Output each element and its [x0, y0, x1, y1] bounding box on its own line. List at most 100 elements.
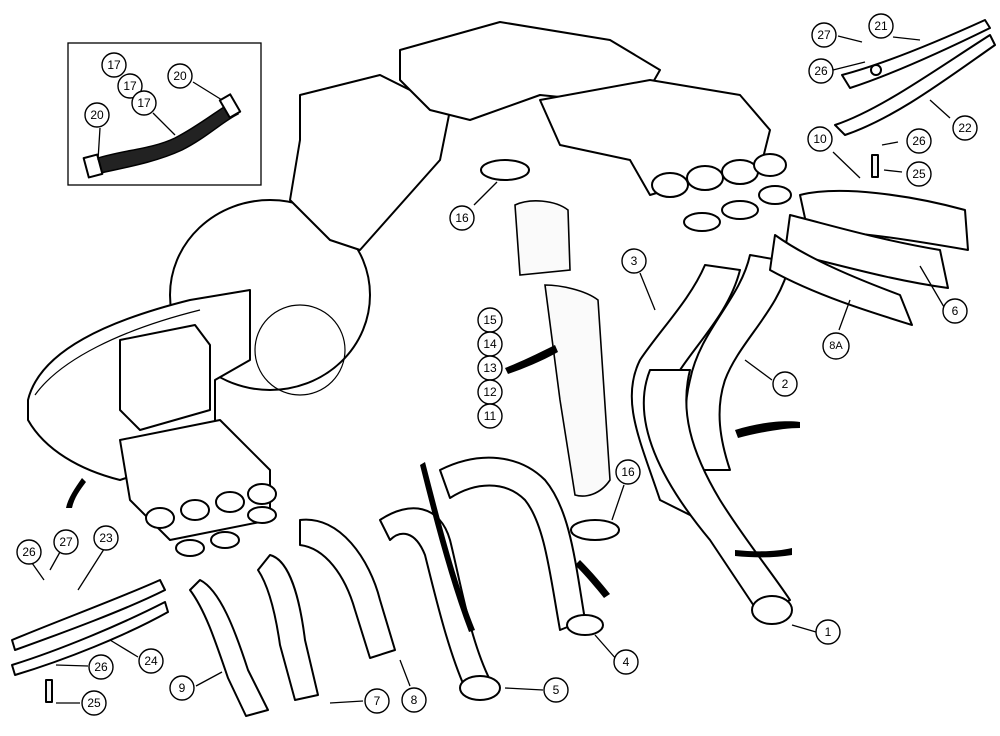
callout-17b: 17 [117, 73, 143, 99]
callout-8-label: 8 [411, 693, 418, 707]
upper-left-duct [289, 74, 451, 251]
callout-27b: 27 [53, 529, 79, 555]
leader-5 [504, 687, 544, 691]
arrow-to-flex [505, 345, 558, 374]
callout-15: 15 [477, 307, 503, 333]
callout-7: 7 [364, 688, 390, 714]
bracket-bolt-25a [871, 154, 879, 178]
callout-13-label: 13 [483, 361, 497, 375]
callout-5: 5 [543, 677, 569, 703]
callout-26c-label: 26 [22, 545, 36, 559]
pointer-arrows [66, 345, 800, 632]
left-outlet-2 [180, 499, 210, 521]
callout-26b-label: 26 [912, 134, 926, 148]
callout-8: 8 [401, 687, 427, 713]
left-outlet-4 [247, 483, 277, 505]
flex-clamp-bottom [570, 519, 620, 541]
callout-22-label: 22 [958, 121, 972, 135]
leader-2 [744, 359, 773, 381]
callout-24: 24 [138, 648, 164, 674]
leader-16a [473, 181, 498, 206]
callout-26b: 26 [906, 128, 932, 154]
bracket-21-22 [834, 19, 996, 136]
callout-8A-label: 8A [829, 340, 843, 352]
callout-24-label: 24 [144, 654, 158, 668]
left-manifold [119, 419, 271, 541]
right-clamp-3 [758, 185, 792, 205]
leader-1 [791, 624, 817, 633]
leader-16b [611, 484, 625, 521]
flex-hose [480, 159, 620, 541]
callout-27b-label: 27 [59, 535, 73, 549]
callout-10: 10 [807, 126, 833, 152]
leader-23 [77, 545, 107, 591]
right-hoses [630, 190, 969, 625]
lower-hoses [189, 456, 604, 717]
leader-20b [97, 127, 101, 161]
left-duct-box [119, 324, 211, 431]
leader-10 [832, 151, 861, 179]
hose-8A [769, 234, 913, 326]
callout-27a-label: 27 [817, 28, 831, 42]
callout-8A: 8A [822, 332, 850, 360]
callout-6-label: 6 [952, 304, 959, 318]
callout-20a: 20 [167, 63, 193, 89]
callout-12: 12 [477, 379, 503, 405]
leader-25a [883, 169, 903, 173]
callout-26a-label: 26 [814, 64, 828, 78]
callout-23-label: 23 [99, 531, 113, 545]
hose-1-end [751, 595, 793, 625]
left-clamp-2 [210, 531, 240, 549]
callout-17c-label: 17 [137, 96, 151, 110]
callout-2-label: 2 [782, 377, 789, 391]
callout-20a-label: 20 [173, 69, 187, 83]
callout-17a: 17 [101, 52, 127, 78]
leader-27a [837, 35, 863, 43]
arrow-to-clamp-lower [735, 548, 792, 558]
leader-20a [192, 81, 223, 101]
left-fan-hub [254, 304, 346, 396]
right-outlet-3 [721, 159, 759, 185]
leader-7 [329, 700, 364, 704]
right-outlet-2 [686, 165, 724, 191]
callout-10-label: 10 [813, 132, 827, 146]
inset-clamp-left [82, 153, 104, 179]
callouts: 17 17 17 20 20 16 16 15 14 13 12 11 3 2 … [16, 13, 978, 716]
callout-1: 1 [815, 619, 841, 645]
arrow-to-clamp-right [735, 421, 800, 438]
callout-17b-label: 17 [123, 79, 137, 93]
callout-13: 13 [477, 355, 503, 381]
callout-17c: 17 [131, 90, 157, 116]
callout-15-label: 15 [483, 313, 497, 327]
callout-25a-label: 25 [912, 167, 926, 181]
leader-21 [892, 36, 921, 41]
hose-5-end [459, 675, 501, 701]
bracket-23-24 [11, 579, 169, 676]
callout-3: 3 [621, 248, 647, 274]
arrow-long-vertical [420, 462, 475, 632]
callout-9-label: 9 [179, 681, 186, 695]
callout-26a: 26 [808, 58, 834, 84]
hose-9 [189, 579, 269, 717]
leader-24 [109, 639, 139, 658]
callout-6: 6 [942, 298, 968, 324]
callout-16a: 16 [449, 205, 475, 231]
callout-22: 22 [952, 115, 978, 141]
callout-5-label: 5 [553, 683, 560, 697]
callout-16a-label: 16 [455, 211, 469, 225]
leader-4 [594, 634, 618, 661]
left-outlet-1 [145, 507, 175, 529]
callout-25a: 25 [906, 161, 932, 187]
leader-6 [919, 265, 945, 308]
callout-4-label: 4 [623, 655, 630, 669]
top-duct-assembly [289, 21, 792, 251]
leader-26d [55, 664, 89, 667]
leader-8A [838, 299, 851, 331]
left-outlet-3 [215, 491, 245, 513]
leader-26b [881, 141, 899, 146]
callout-26c: 26 [16, 539, 42, 565]
right-clamp-2 [721, 200, 759, 220]
callout-16b-label: 16 [621, 465, 635, 479]
leader-27b [49, 551, 61, 571]
callout-26d-label: 26 [94, 660, 108, 674]
